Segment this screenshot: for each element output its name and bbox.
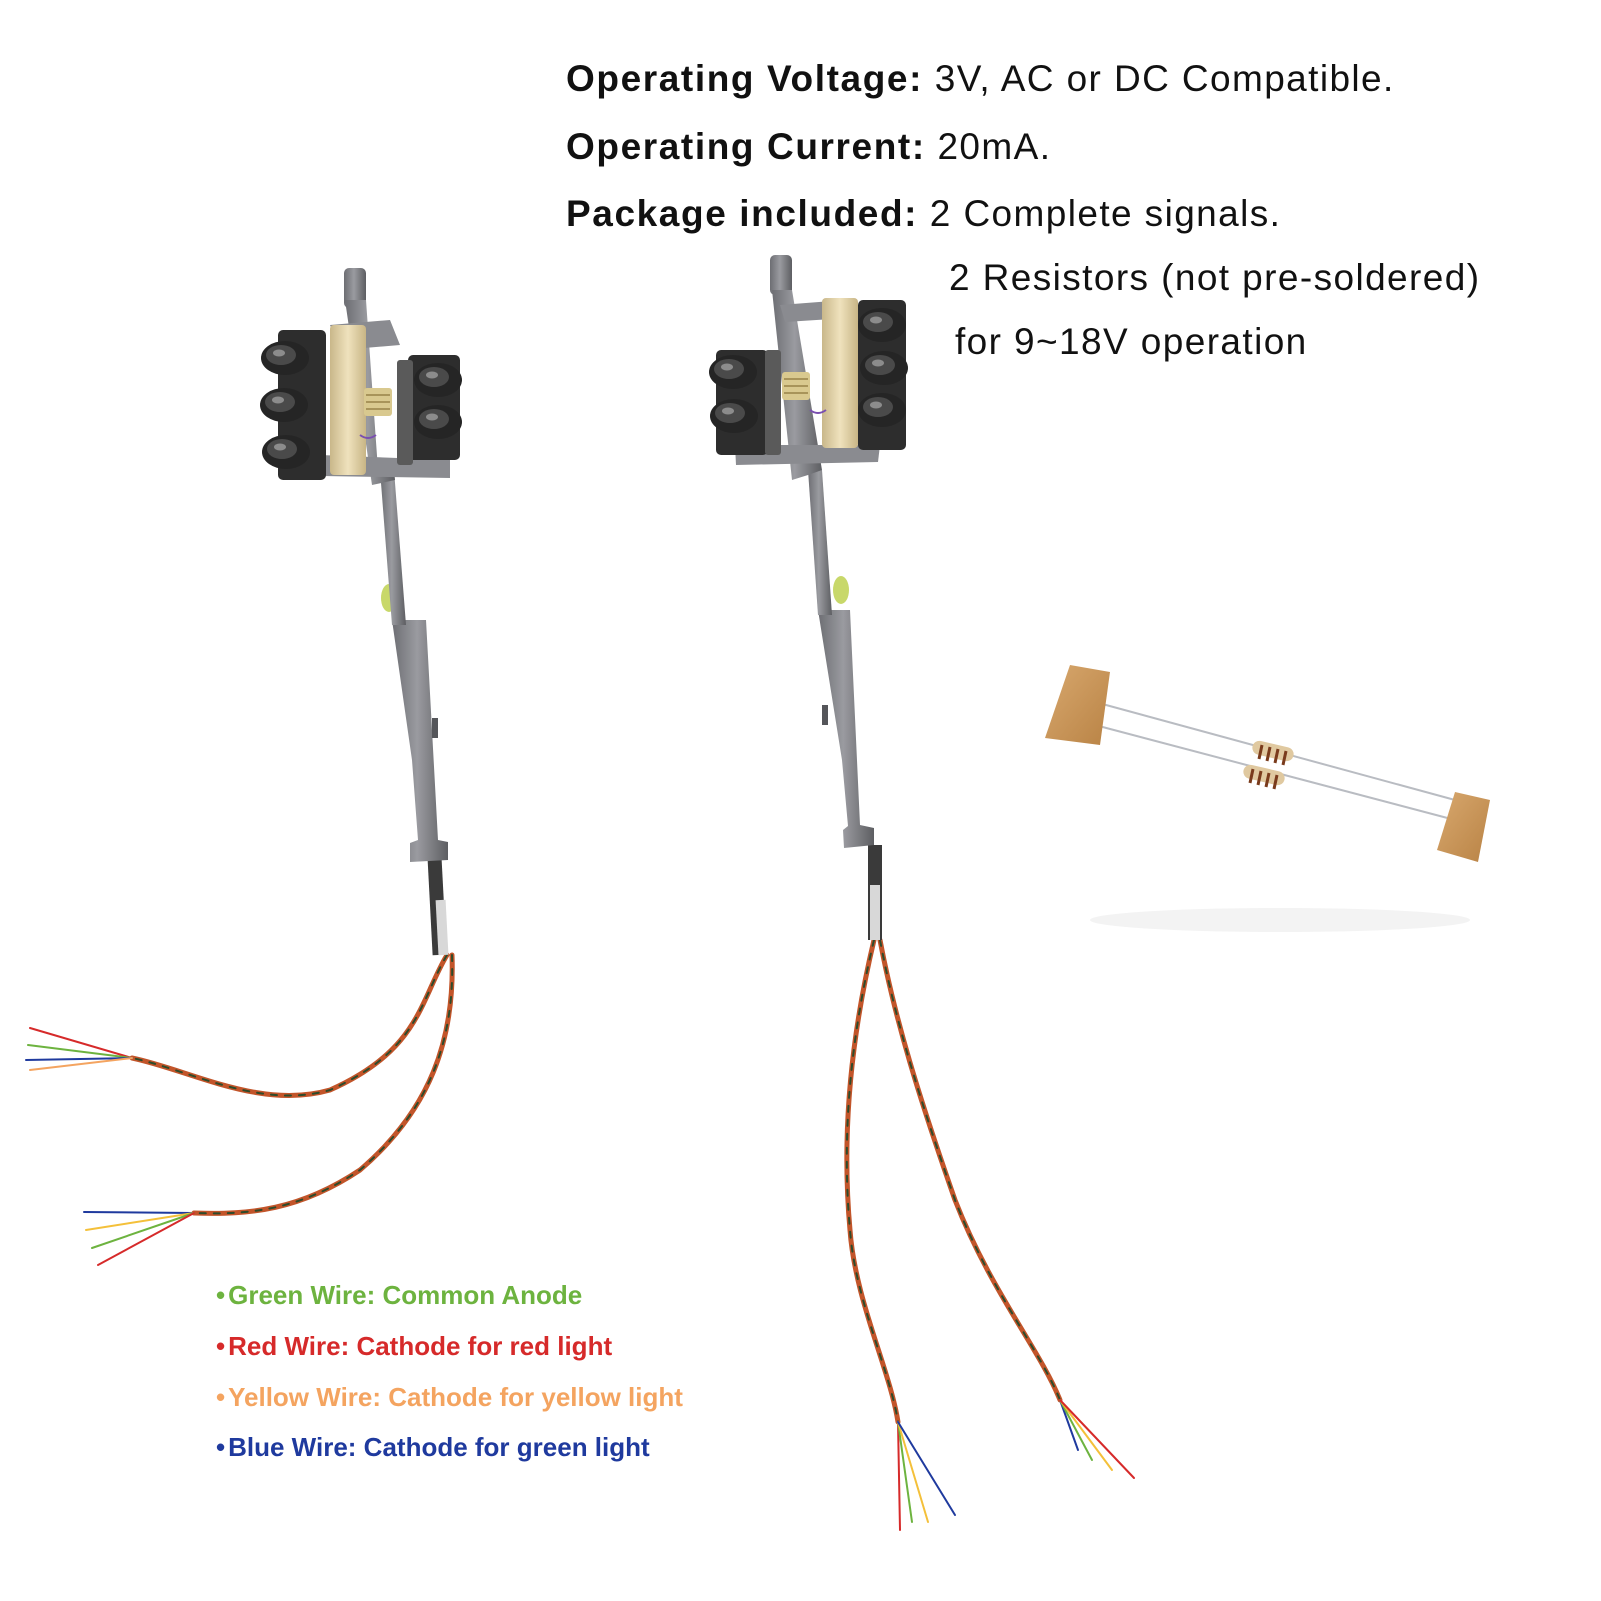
spec-operating-current: Operating Current: 20mA. — [566, 128, 1051, 165]
bullet-icon: • — [216, 1331, 226, 1361]
spec-operating-voltage: Operating Voltage: 3V, AC or DC Compatib… — [566, 60, 1395, 97]
spec-package-label: Package included: — [566, 193, 919, 234]
legend-yellow-wire: •Yellow Wire: Cathode for yellow light — [216, 1384, 683, 1410]
bullet-icon: • — [216, 1432, 226, 1462]
spec-current-value: 20mA. — [937, 126, 1052, 167]
spec-voltage-value: 3V, AC or DC Compatible. — [934, 58, 1395, 99]
signal-right-wires — [844, 937, 1135, 1531]
signal-left-wires — [25, 952, 455, 1266]
spec-package-included: Package included: 2 Complete signals. — [566, 195, 1281, 232]
spec-voltage-label: Operating Voltage: — [566, 58, 924, 99]
legend-text: Blue Wire: Cathode for green light — [228, 1432, 650, 1462]
legend-text: Green Wire: Common Anode — [228, 1280, 583, 1310]
spec-current-label: Operating Current: — [566, 126, 926, 167]
bullet-icon: • — [216, 1280, 226, 1310]
legend-green-wire: •Green Wire: Common Anode — [216, 1282, 582, 1308]
resistor-bottom — [1243, 764, 1285, 790]
legend-red-wire: •Red Wire: Cathode for red light — [216, 1333, 612, 1359]
bullet-icon: • — [216, 1382, 226, 1412]
traffic-signal-right — [709, 255, 1135, 1531]
legend-text: Yellow Wire: Cathode for yellow light — [228, 1382, 683, 1412]
legend-blue-wire: •Blue Wire: Cathode for green light — [216, 1434, 650, 1460]
tape-right — [1437, 792, 1490, 862]
spec-package-value: 2 Complete signals. — [929, 193, 1282, 234]
resistor-top — [1252, 740, 1294, 766]
tape-left — [1045, 665, 1110, 745]
legend-text: Red Wire: Cathode for red light — [228, 1331, 613, 1361]
traffic-signal-left — [25, 268, 462, 1266]
spec-package-operation: for 9~18V operation — [955, 321, 1308, 362]
spec-package-resistors: 2 Resistors (not pre-soldered) — [949, 257, 1481, 298]
resistor-pair — [1045, 665, 1490, 932]
